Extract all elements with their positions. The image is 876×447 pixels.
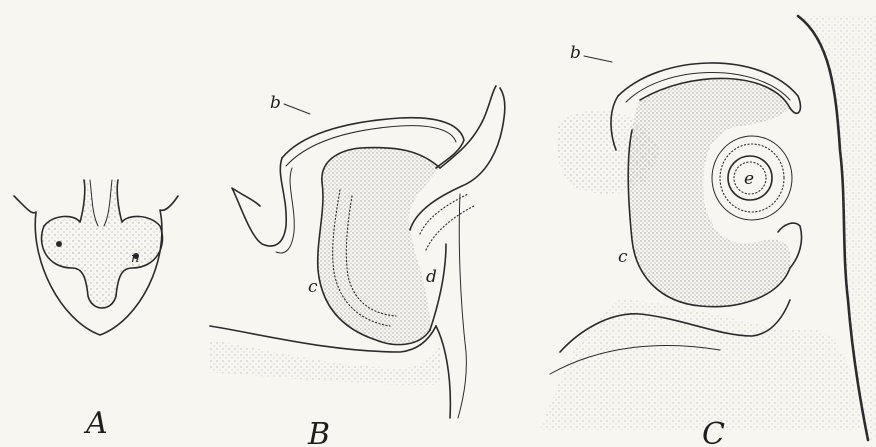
figure-c-label-b: b [570, 43, 581, 63]
figure-c-label-e: e [744, 169, 754, 189]
figure-c-label-c: c [618, 247, 628, 267]
figure-c-drawing [540, 16, 876, 440]
figure-a-label-n: n [131, 251, 139, 266]
figure-c-leader-b [584, 56, 612, 62]
figure-label-b: B [307, 417, 330, 447]
figure-label-a: A [83, 406, 108, 441]
figure-a-dot-left [56, 241, 62, 247]
figure-b-drawing [210, 86, 505, 418]
figure-b-label-c: c [308, 277, 318, 297]
figure-b-label-d: d [426, 267, 437, 287]
figure-a-drawing [14, 180, 178, 335]
figure-label-c: C [702, 417, 725, 447]
figure-b-leader-b [284, 104, 310, 114]
figure-b-label-b: b [270, 93, 281, 113]
